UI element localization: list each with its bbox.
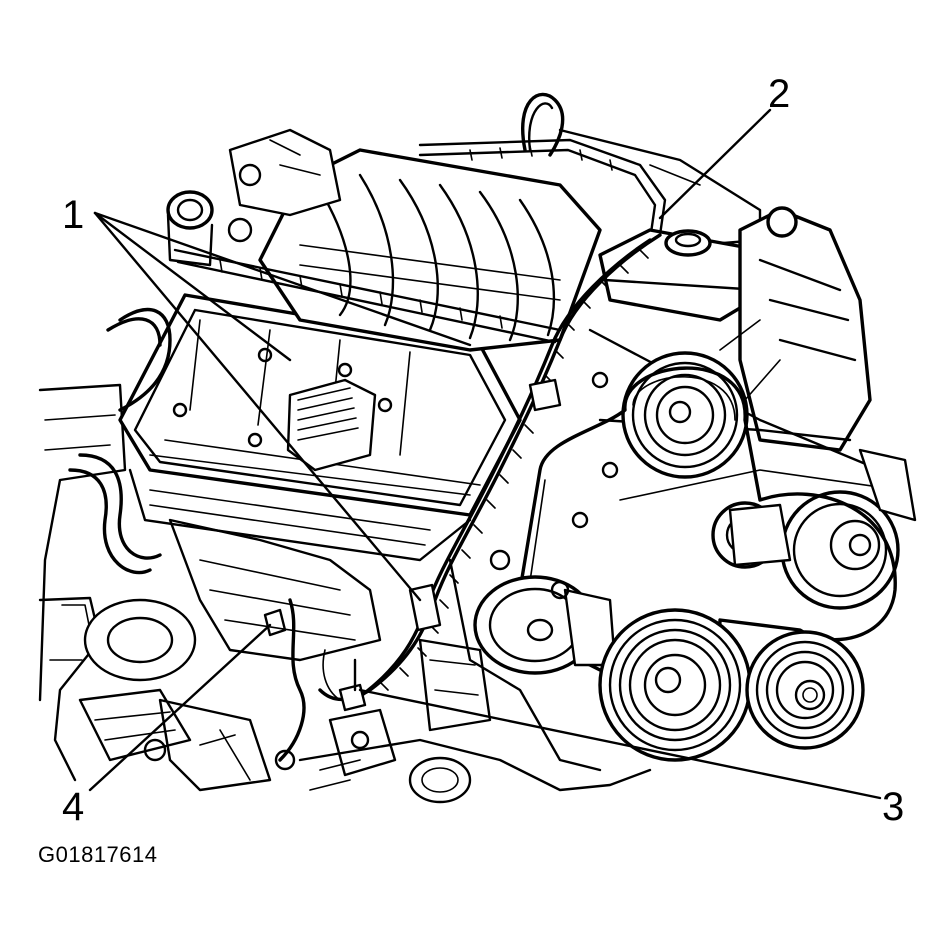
callout-3: 3 [882, 785, 904, 829]
callout-2: 2 [768, 72, 790, 116]
leader-4 [88, 623, 272, 792]
leader-1-a [93, 211, 422, 602]
callout-4: 4 [62, 785, 84, 829]
figure-id: G01817614 [38, 842, 158, 867]
callout-1: 1 [62, 193, 84, 237]
callout-labels: 1 2 3 4 [62, 72, 904, 829]
leader-1-b [93, 211, 472, 347]
leader-1-c [93, 211, 292, 362]
leader-3 [358, 688, 882, 800]
leader-2 [658, 108, 772, 220]
engine-illustration [38, 92, 917, 804]
leader-lines [88, 108, 882, 800]
